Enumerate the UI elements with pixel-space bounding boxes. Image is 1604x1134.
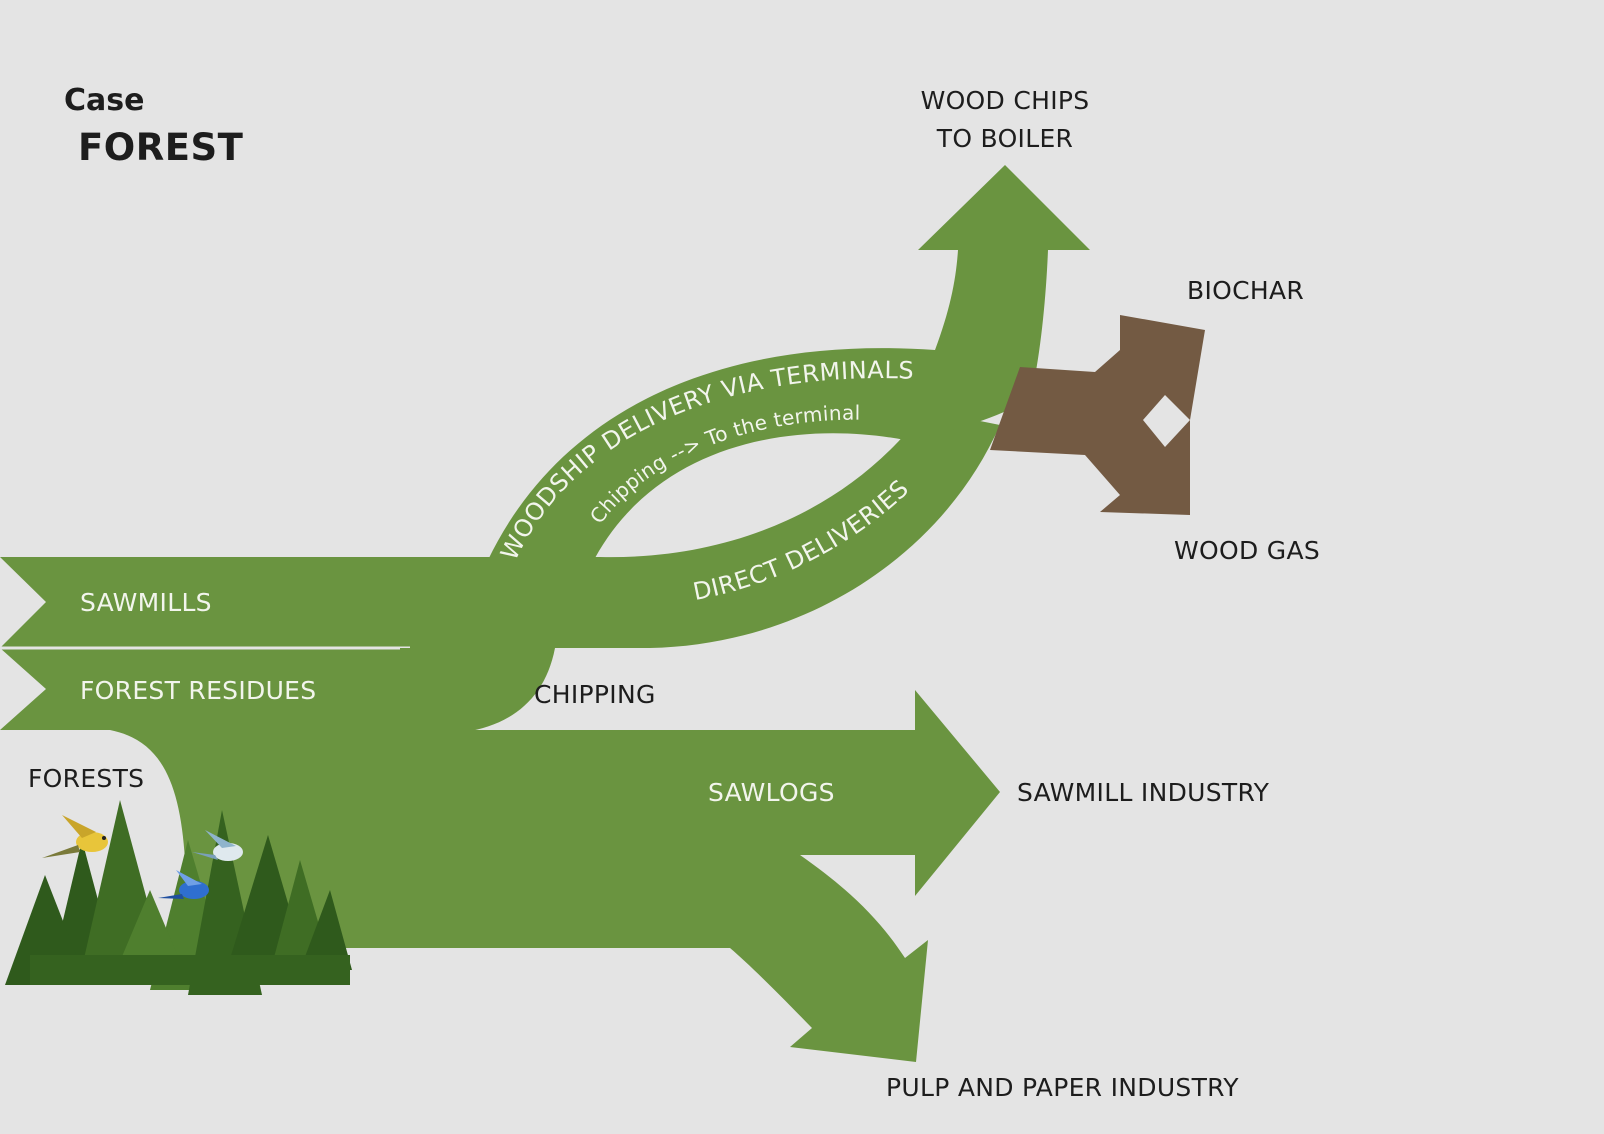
page-title: FOREST xyxy=(78,126,244,169)
sawmills-label: SAWMILLS xyxy=(80,588,212,617)
wood-chips-line2: TO BOILER xyxy=(936,124,1074,153)
sawmill-industry-label: SAWMILL INDUSTRY xyxy=(1017,778,1270,807)
sawlogs-label: SAWLOGS xyxy=(708,778,835,807)
wood-chips-line1: WOOD CHIPS xyxy=(920,86,1090,115)
source-band-group xyxy=(0,557,560,730)
forests-label: FORESTS xyxy=(28,764,145,793)
forest-residues-band xyxy=(0,648,430,730)
woodship-arc xyxy=(488,165,1090,560)
case-label: Case xyxy=(64,83,145,118)
direct-deliveries-arc xyxy=(545,410,1000,648)
biochar-label: BIOCHAR xyxy=(1187,276,1305,305)
biochar-woodgas-arrow xyxy=(990,315,1205,515)
white-bird-icon xyxy=(192,830,243,861)
pulp-paper-label: PULP AND PAPER INDUSTRY xyxy=(886,1073,1239,1102)
biochar-split-notch xyxy=(1143,395,1190,447)
sawmills-band xyxy=(0,557,560,648)
forest-residues-label: FOREST RESIDUES xyxy=(80,676,317,705)
chipping-label: CHIPPING xyxy=(534,680,656,709)
chipping-connector xyxy=(400,648,555,732)
yellow-bird-icon xyxy=(42,815,108,858)
blue-bird-icon xyxy=(158,870,209,899)
tree-cluster-icon xyxy=(5,800,352,995)
wood-chips-label: WOOD CHIPS TO BOILER xyxy=(895,82,1115,158)
forests-main-flow xyxy=(110,690,1000,1062)
wood-gas-label: WOOD GAS xyxy=(1174,536,1321,565)
